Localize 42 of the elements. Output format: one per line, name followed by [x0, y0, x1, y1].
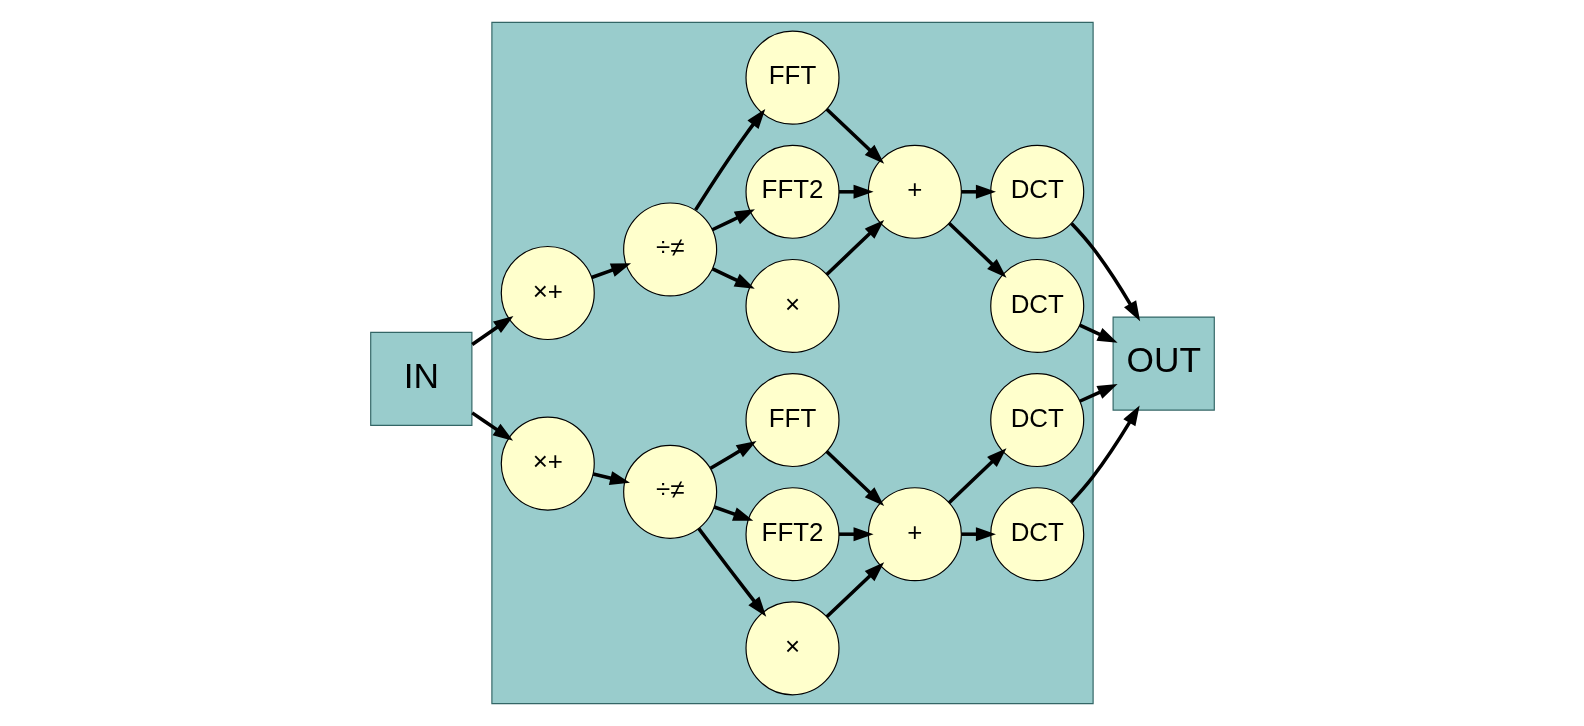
arrow [825, 562, 884, 619]
node-circle: FFT2 [744, 144, 840, 239]
arrow [711, 267, 755, 289]
arrow [590, 263, 631, 280]
node-circle: × [744, 601, 840, 696]
arrow [960, 527, 996, 542]
arrow [825, 219, 884, 276]
node-circle: DCT [989, 373, 1084, 468]
node-circle: DCT [989, 144, 1084, 239]
node-circle: + [867, 144, 962, 239]
node-circle: FFT [744, 373, 840, 468]
node-circle: × [744, 258, 840, 353]
node-circle: DCT [989, 487, 1084, 582]
arrow [1069, 405, 1140, 504]
node-circle: DCT [989, 258, 1084, 353]
arrow [709, 440, 757, 470]
arrow [1078, 384, 1118, 403]
arrow [713, 505, 753, 521]
arrow [696, 527, 766, 617]
arrow [838, 527, 874, 542]
node-box: IN [369, 331, 472, 426]
arrow [1069, 222, 1140, 322]
node-circle: FFT2 [744, 487, 840, 582]
arrow [470, 315, 513, 346]
arrow [711, 209, 755, 232]
arrow [693, 108, 765, 211]
arrow [470, 411, 513, 441]
arrow [947, 448, 1006, 504]
node-circle: FFT [744, 30, 840, 125]
node-circle: + [867, 487, 962, 582]
arrow [592, 471, 630, 485]
arrow [947, 222, 1006, 278]
arrow [825, 450, 884, 507]
node-circle: ×+ [500, 245, 595, 341]
arrow [825, 107, 884, 164]
node-circle: ×+ [500, 416, 595, 511]
arrow [1078, 323, 1118, 343]
arrow [960, 184, 996, 199]
node-circle: ÷≠ [622, 444, 717, 539]
node-box: OUT [1112, 316, 1215, 411]
node-circle: ÷≠ [622, 202, 717, 297]
arrow [838, 184, 874, 199]
